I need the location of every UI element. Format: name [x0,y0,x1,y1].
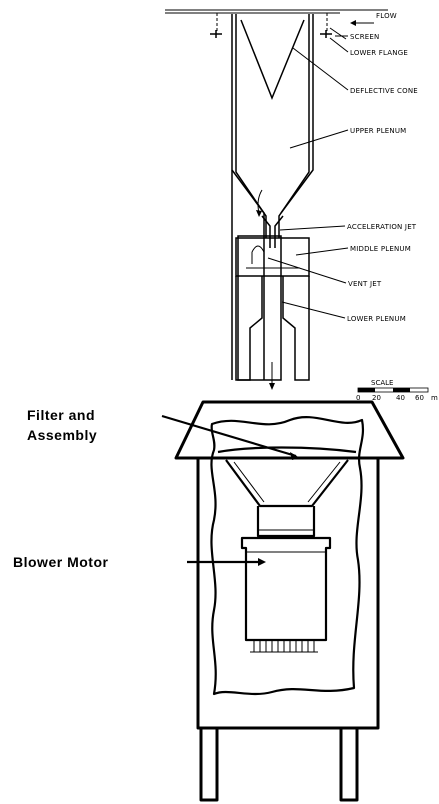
label-deflective-cone: DEFLECTIVE CONE [350,87,418,95]
label-acceleration-jet: ACCELERATION JET [347,223,417,231]
leader-filter-arrow [290,452,300,460]
scale-seg-1 [358,388,375,392]
deflective-cone [240,19,305,101]
leader-middle-plenum [295,247,349,256]
motor-fins [250,640,318,653]
label-upper-plenum: UPPER PLENUM [350,127,406,135]
scale-unit: m [431,394,438,402]
funnel-inner [233,461,341,503]
label-lower-flange: LOWER FLANGE [350,49,408,57]
label-screen: SCREEN [350,33,379,41]
leader-vent-jet [267,257,347,284]
flange-right [320,30,332,38]
motor-housing [240,536,332,642]
leader-cone [292,47,349,91]
sampler-diagram: Filter and Assembly Blower Motor [13,400,405,802]
scale-tick-60: 60 [415,394,424,402]
filter-plate [217,446,357,454]
label-filter-line1: Filter and [27,407,95,423]
hood [174,400,405,460]
label-filter-line2: Assembly [27,427,97,443]
leader-upper-plenum [289,129,349,149]
label-lower-plenum: LOWER PLENUM [347,315,406,323]
flow-arrowhead-exit [269,383,275,390]
scale-tick-20: 20 [372,394,381,402]
leg-left [199,728,219,802]
label-blower-motor: Blower Motor [13,554,108,570]
scale-bar: SCALE 0 20 40 60 m [356,379,438,402]
leader-filter [161,414,297,458]
leader-screen-2 [329,27,347,40]
leader-accel-jet [279,225,346,231]
label-flow: FLOW [376,12,397,20]
label-vent-jet: VENT JET [348,280,382,288]
leg-right [339,728,359,802]
middle-box [235,237,310,277]
cabinet [196,458,380,730]
flange-left [210,30,222,38]
neck [256,506,316,538]
cutaway-outline [210,416,364,696]
impactor-body [231,14,282,381]
acceleration-jet [261,215,284,248]
impactor-diagram: FLOW SCREEN LOWER FLANGE DEFLECTIVE CONE… [165,9,418,390]
flow-arrowhead-top [350,20,356,26]
leader-flange [329,37,349,53]
scale-title: SCALE [371,379,393,387]
scale-tick-40: 40 [396,394,405,402]
funnel [225,459,349,508]
outer-walls [235,14,310,238]
label-middle-plenum: MIDDLE PLENUM [350,245,411,253]
scale-seg-3 [393,388,410,392]
leader-lower-plenum [281,301,346,319]
flow-arrowhead-upper [256,210,262,217]
impactor-body-right [280,14,314,214]
scale-tick-0: 0 [356,394,360,402]
lower-section [235,276,310,381]
vent-jet [246,245,300,269]
leader-blower-arrow [258,558,266,566]
